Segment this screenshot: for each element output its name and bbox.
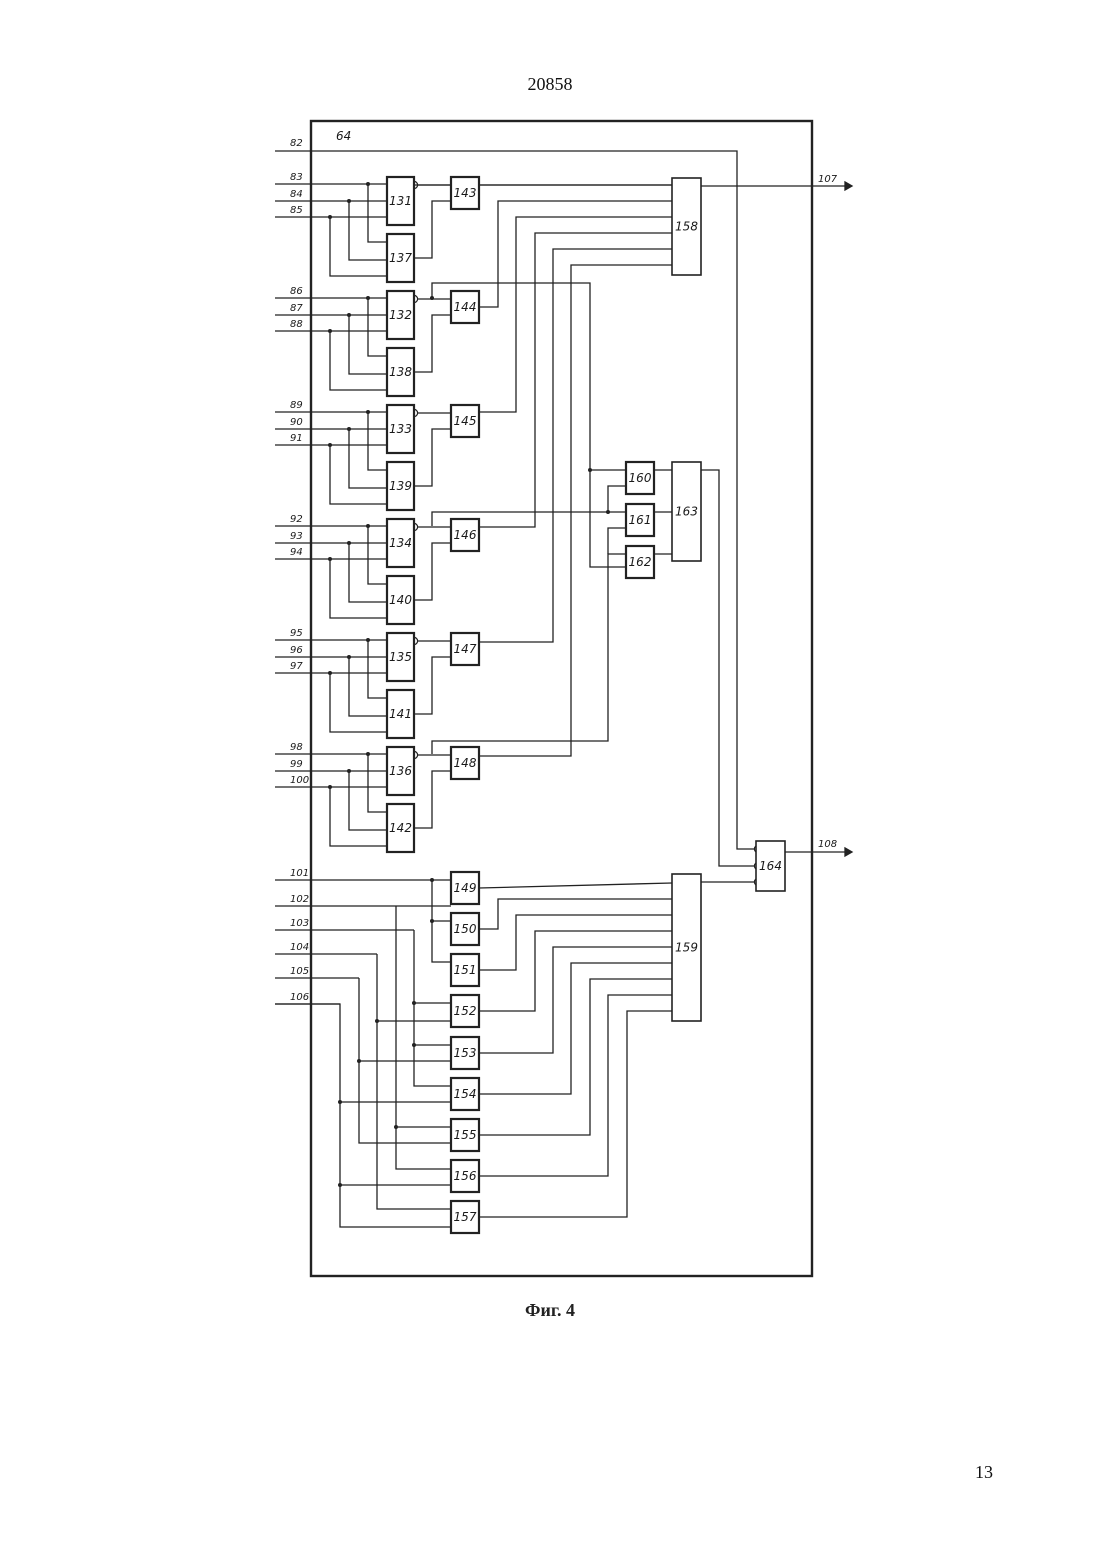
- block-label-144: 144: [454, 300, 477, 314]
- block-label-135: 135: [389, 650, 412, 664]
- block-label-150: 150: [454, 922, 477, 936]
- output-label-108: 108: [818, 839, 837, 850]
- pin-label-98: 98: [290, 742, 303, 753]
- pin-label-86: 86: [290, 286, 303, 297]
- block-label-161: 161: [629, 513, 652, 527]
- block-label-158: 158: [675, 220, 698, 234]
- block-label-148: 148: [454, 756, 477, 770]
- block-label-154: 154: [454, 1087, 477, 1101]
- pin-label-104: 104: [290, 942, 309, 953]
- blocks-group: 131 132 133 134 135 136 137 138 139 140 141 142 143 1…: [387, 177, 785, 1233]
- block-label-141: 141: [389, 707, 412, 721]
- block-label-160: 160: [629, 471, 652, 485]
- pin-label-99: 99: [290, 759, 303, 770]
- block-label-155: 155: [454, 1128, 477, 1142]
- frame-label: 64: [336, 129, 351, 143]
- pin-label-84: 84: [290, 189, 303, 200]
- figure-caption: Фиг. 4: [0, 1300, 1100, 1321]
- block-label-146: 146: [454, 528, 477, 542]
- pin-label-100: 100: [290, 775, 309, 786]
- pin-label-103: 103: [290, 918, 309, 929]
- block-label-145: 145: [454, 414, 477, 428]
- block-label-151: 151: [454, 963, 477, 977]
- block-label-153: 153: [454, 1046, 477, 1060]
- block-label-131: 131: [389, 194, 412, 208]
- block-label-159: 159: [675, 941, 698, 955]
- pin-label-106: 106: [290, 992, 309, 1003]
- block-label-134: 134: [389, 536, 412, 550]
- pin-label-88: 88: [290, 319, 303, 330]
- block-label-156: 156: [454, 1169, 477, 1183]
- block-label-152: 152: [454, 1004, 477, 1018]
- block-label-138: 138: [389, 365, 412, 379]
- pin-label-96: 96: [290, 645, 303, 656]
- pin-label-90: 90: [290, 417, 303, 428]
- block-label-164: 164: [759, 859, 782, 873]
- pin-label-95: 95: [290, 628, 303, 639]
- block-label-140: 140: [389, 593, 412, 607]
- pin-label-82: 82: [290, 138, 303, 149]
- block-label-143: 143: [454, 186, 477, 200]
- block-label-157: 157: [454, 1210, 477, 1224]
- block-label-147: 147: [454, 642, 477, 656]
- pin-label-83: 83: [290, 172, 303, 183]
- pin-label-97: 97: [290, 661, 303, 672]
- block-label-133: 133: [389, 422, 412, 436]
- block-label-149: 149: [454, 881, 477, 895]
- pin-label-93: 93: [290, 531, 303, 542]
- pin-label-92: 92: [290, 514, 303, 525]
- block-label-132: 132: [389, 308, 412, 322]
- output-label-107: 107: [818, 174, 838, 185]
- block-label-162: 162: [629, 555, 652, 569]
- page-number: 13: [975, 1462, 993, 1483]
- block-label-136: 136: [389, 764, 412, 778]
- pin-label-105: 105: [290, 966, 309, 977]
- block-label-163: 163: [675, 505, 698, 519]
- pin-label-87: 87: [290, 303, 303, 314]
- pin-label-89: 89: [290, 400, 303, 411]
- pin-label-102: 102: [290, 894, 309, 905]
- wiring: [275, 151, 852, 1227]
- pin-label-85: 85: [290, 205, 303, 216]
- block-label-139: 139: [389, 479, 412, 493]
- pin-label-91: 91: [290, 433, 303, 444]
- block-label-137: 137: [389, 251, 412, 265]
- block-label-142: 142: [389, 821, 412, 835]
- pin-label-94: 94: [290, 547, 303, 558]
- pin-label-101: 101: [290, 868, 309, 879]
